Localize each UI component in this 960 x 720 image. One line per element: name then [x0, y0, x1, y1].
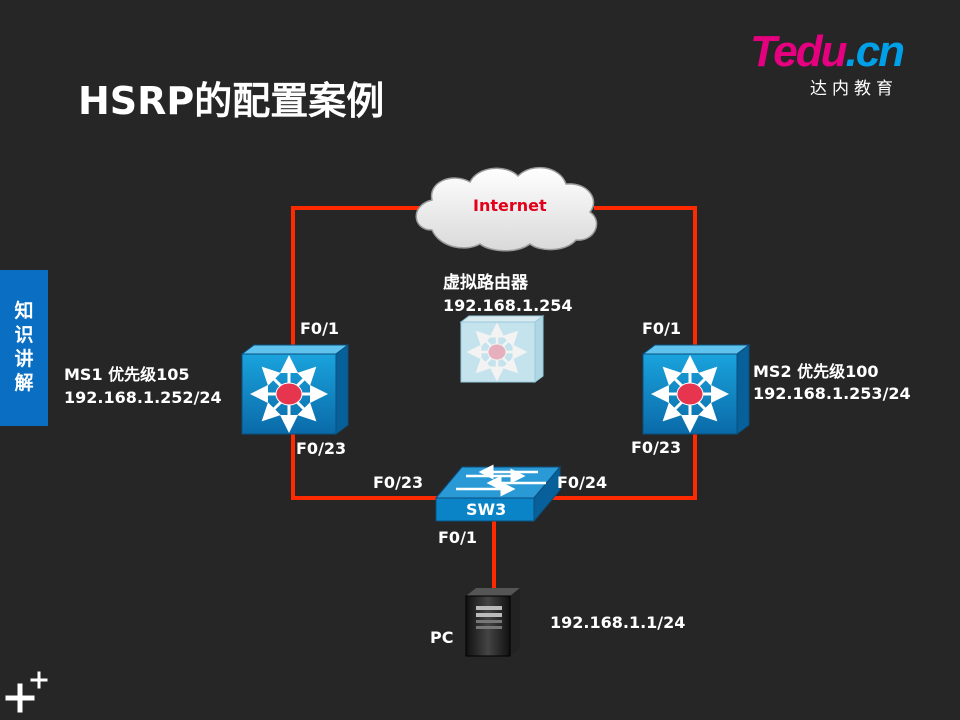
side-tab-char: 解 — [14, 372, 34, 394]
virtual-router-ip: 192.168.1.254 — [443, 296, 573, 315]
link-ms2-sw3 — [552, 433, 697, 500]
logo-subtitle: 达内教育 — [810, 79, 898, 99]
plus-marks-icon — [5, 671, 48, 713]
internet-cloud-icon — [415, 166, 598, 252]
ms2-port-f0-1: F0/1 — [642, 319, 682, 338]
sw3-name: SW3 — [466, 500, 507, 519]
ms2-ip: 192.168.1.253/24 — [753, 384, 911, 403]
virtual-router-name: 虚拟路由器 — [443, 273, 528, 293]
ms2-switch-icon — [641, 344, 751, 435]
sw3-port-f0-24: F0/24 — [557, 473, 608, 492]
link-ms2-internet — [594, 206, 697, 346]
logo-brand: Tedu.cn — [750, 27, 905, 76]
sw3-switch-icon — [434, 464, 562, 523]
sw3-port-f0-1: F0/1 — [438, 528, 478, 547]
ms2-name-priority: MS2 优先级100 — [753, 362, 879, 381]
link-ms1-sw3 — [291, 433, 442, 500]
side-tab-knowledge[interactable]: 知 识 讲 解 — [0, 270, 48, 426]
pc-tower-icon — [465, 588, 520, 657]
slide-title: HSRP的配置案例 — [78, 79, 385, 123]
link-ms1-internet — [291, 206, 430, 346]
side-tab-char: 知 — [14, 300, 34, 322]
side-tab-char: 讲 — [14, 348, 34, 370]
ms1-ip: 192.168.1.252/24 — [64, 388, 222, 407]
side-tab-char: 识 — [14, 324, 34, 346]
virtual-router-icon — [459, 315, 545, 383]
pc-ip: 192.168.1.1/24 — [550, 613, 686, 632]
pc-name: PC — [430, 628, 454, 647]
ms1-port-f0-23: F0/23 — [296, 439, 347, 458]
ms1-switch-icon — [240, 344, 350, 435]
sw3-port-f0-23: F0/23 — [373, 473, 424, 492]
internet-label: Internet — [473, 196, 547, 215]
ms2-port-f0-23: F0/23 — [631, 438, 682, 457]
network-links — [291, 206, 697, 592]
ms1-port-f0-1: F0/1 — [300, 319, 340, 338]
tedu-logo: Tedu.cn 达内教育 — [750, 27, 930, 100]
ms1-name-priority: MS1 优先级105 — [64, 365, 190, 384]
